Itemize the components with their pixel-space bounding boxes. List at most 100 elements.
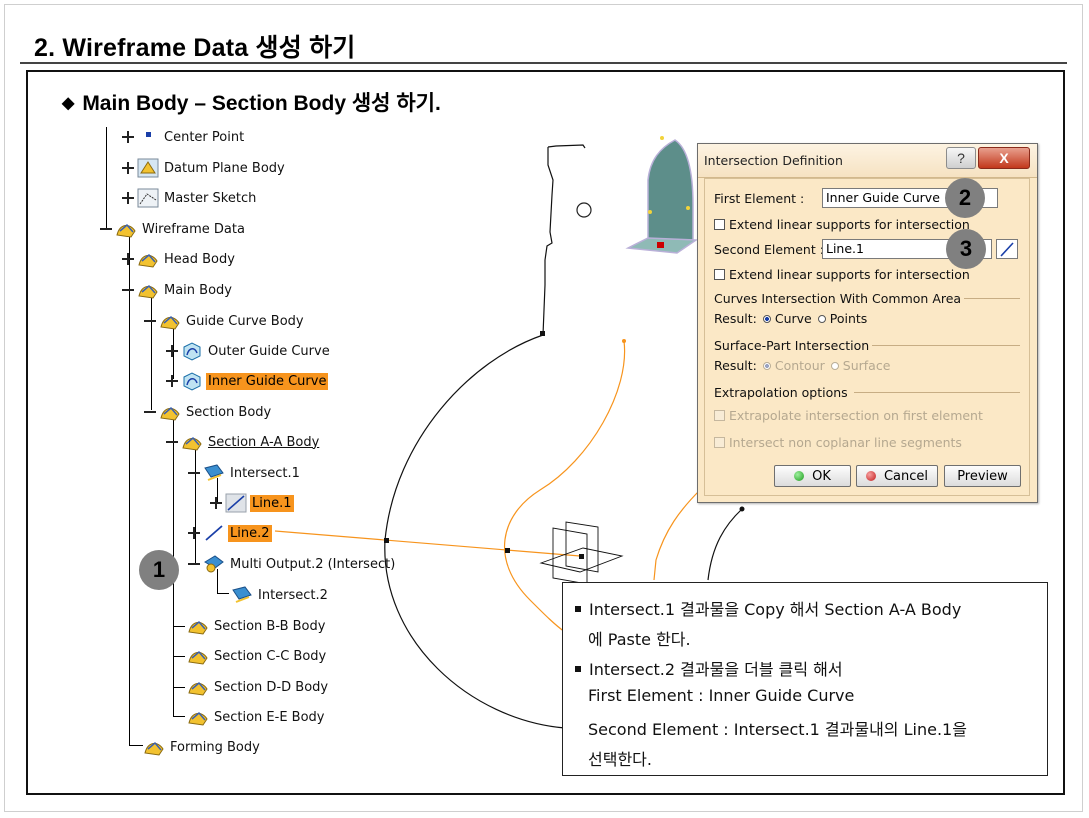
- points-option-label: Points: [829, 311, 868, 326]
- right-curve: [707, 508, 743, 581]
- tree-item-outer-guide-curve[interactable]: Outer Guide Curve: [166, 340, 332, 362]
- expand-plus-icon[interactable]: [210, 497, 222, 509]
- points-radio[interactable]: [817, 315, 826, 323]
- expand-plus-icon[interactable]: [122, 192, 134, 204]
- extend-option-2[interactable]: Extend linear supports for intersection: [714, 267, 970, 282]
- geometrical-set-icon: [137, 158, 159, 178]
- tree-item-center-point[interactable]: Center Point: [122, 126, 246, 148]
- tree-item-section-d-d-body[interactable]: Section D-D Body: [187, 676, 330, 698]
- extend-checkbox-1[interactable]: [714, 219, 725, 230]
- collapse-minus-icon[interactable]: [166, 436, 178, 448]
- result-label-2: Result:: [714, 358, 757, 373]
- collapse-minus-icon[interactable]: [122, 284, 134, 296]
- intersection-definition-dialog: Intersection Definition ? X First Elemen…: [697, 143, 1038, 503]
- collapse-minus-icon[interactable]: [144, 315, 156, 327]
- tree-item-label: Intersect.2: [258, 587, 328, 603]
- tree-item-label: Section Body: [186, 404, 272, 420]
- extrapolate-checkbox[interactable]: [714, 410, 725, 421]
- tree-item-section-body[interactable]: Section Body: [144, 401, 273, 423]
- note-text: First Element : Inner Guide Curve: [588, 686, 855, 705]
- note-text: 에 Paste 한다.: [588, 630, 691, 649]
- title-rule: [20, 62, 1067, 64]
- tree-item-section-c-c-body[interactable]: Section C-C Body: [187, 645, 328, 667]
- extrapolate-label: Extrapolate intersection on first elemen…: [729, 408, 983, 423]
- section-point: [579, 554, 584, 559]
- tree-item-label: Forming Body: [170, 739, 260, 755]
- collapse-minus-icon[interactable]: [100, 223, 112, 235]
- tree-line: [173, 626, 185, 627]
- collapse-minus-icon[interactable]: [188, 558, 200, 570]
- extrapolate-option[interactable]: Extrapolate intersection on first elemen…: [714, 408, 983, 423]
- tree-item-line-1[interactable]: Line.1: [210, 492, 294, 514]
- square-bullet-icon: [575, 606, 581, 612]
- line-icon: [225, 493, 247, 513]
- tree-item-section-a-a-body[interactable]: Section A-A Body: [166, 431, 321, 453]
- tree-item-multi-output-2[interactable]: Multi Output.2 (Intersect): [188, 553, 397, 575]
- non-coplanar-label: Intersect non coplanar line segments: [729, 435, 962, 450]
- geometrical-set-icon: [159, 311, 181, 331]
- expand-plus-icon[interactable]: [122, 253, 134, 265]
- tree-item-section-b-b-body[interactable]: Section B-B Body: [187, 615, 327, 637]
- extend-checkbox-2[interactable]: [714, 269, 725, 280]
- tree-item-intersect-1[interactable]: Intersect.1: [188, 462, 302, 484]
- tree-item-label: Main Body: [164, 282, 232, 298]
- tree-item-label: Section D-D Body: [214, 679, 329, 695]
- collapse-minus-icon[interactable]: [188, 467, 200, 479]
- expand-plus-icon[interactable]: [166, 345, 178, 357]
- geometrical-set-icon: [187, 677, 209, 697]
- tree-line: [129, 745, 143, 746]
- curve-radio[interactable]: [762, 315, 771, 323]
- line-tool-button[interactable]: [996, 239, 1018, 259]
- curve-feature-icon: [181, 371, 203, 391]
- cancel-button[interactable]: Cancel: [856, 465, 938, 487]
- non-coplanar-checkbox[interactable]: [714, 437, 725, 448]
- tree-item-guide-curve-body[interactable]: Guide Curve Body: [144, 310, 306, 332]
- tree-item-intersect-2[interactable]: Intersect.2: [231, 584, 330, 606]
- step-badge-3: 3: [946, 229, 986, 269]
- help-button[interactable]: ?: [946, 147, 976, 169]
- tree-item-forming-body[interactable]: Forming Body: [143, 736, 262, 758]
- contour-radio[interactable]: [762, 362, 771, 370]
- extend-label-2: Extend linear supports for intersection: [729, 267, 970, 282]
- tree-item-label: Wireframe Data: [142, 221, 245, 237]
- tree-item-datum-plane-body[interactable]: Datum Plane Body: [122, 157, 287, 179]
- collapse-minus-icon[interactable]: [144, 406, 156, 418]
- expand-plus-icon[interactable]: [166, 375, 178, 387]
- tree-item-inner-guide-curve[interactable]: Inner Guide Curve: [166, 370, 329, 392]
- expand-plus-icon[interactable]: [188, 527, 200, 539]
- tree-item-head-body[interactable]: Head Body: [122, 248, 237, 270]
- subtitle-text: Main Body – Section Body 생성 하기.: [82, 92, 441, 115]
- first-element-label: First Element :: [714, 191, 805, 206]
- note-text: Intersect.2 결과물을 더블 클릭 해서: [589, 660, 843, 679]
- geometrical-set-icon: [143, 737, 165, 757]
- close-button[interactable]: X: [978, 147, 1030, 169]
- group-divider: [872, 345, 1020, 346]
- tree-item-section-e-e-body[interactable]: Section E-E Body: [187, 706, 327, 728]
- cancel-icon: [865, 471, 876, 481]
- tree-item-master-sketch[interactable]: Master Sketch: [122, 187, 258, 209]
- leader-point-2: [505, 548, 510, 553]
- square-bullet-icon: [575, 666, 581, 672]
- tree-item-label: Multi Output.2 (Intersect): [230, 556, 396, 572]
- surface-radio[interactable]: [830, 362, 839, 370]
- tree-item-label: Master Sketch: [164, 190, 257, 206]
- ok-label: OK: [812, 468, 831, 484]
- preview-button[interactable]: Preview: [944, 465, 1021, 487]
- expand-plus-icon[interactable]: [122, 162, 134, 174]
- leader-point-1: [384, 538, 389, 543]
- tree-item-line-2[interactable]: Line.2: [188, 522, 272, 544]
- ok-button[interactable]: OK: [774, 465, 851, 487]
- group-divider: [854, 392, 1020, 393]
- tree-item-wireframe-data[interactable]: Wireframe Data: [100, 218, 247, 240]
- line-icon: [203, 523, 225, 543]
- extend-option-1[interactable]: Extend linear supports for intersection: [714, 217, 970, 232]
- intersect-icon: [203, 463, 225, 483]
- tree-line: [217, 478, 218, 502]
- tree-item-main-body[interactable]: Main Body: [122, 279, 234, 301]
- non-coplanar-option[interactable]: Intersect non coplanar line segments: [714, 435, 962, 450]
- tree-item-label: Inner Guide Curve: [206, 372, 329, 390]
- expand-plus-icon[interactable]: [122, 131, 134, 143]
- geometrical-set-icon: [137, 249, 159, 269]
